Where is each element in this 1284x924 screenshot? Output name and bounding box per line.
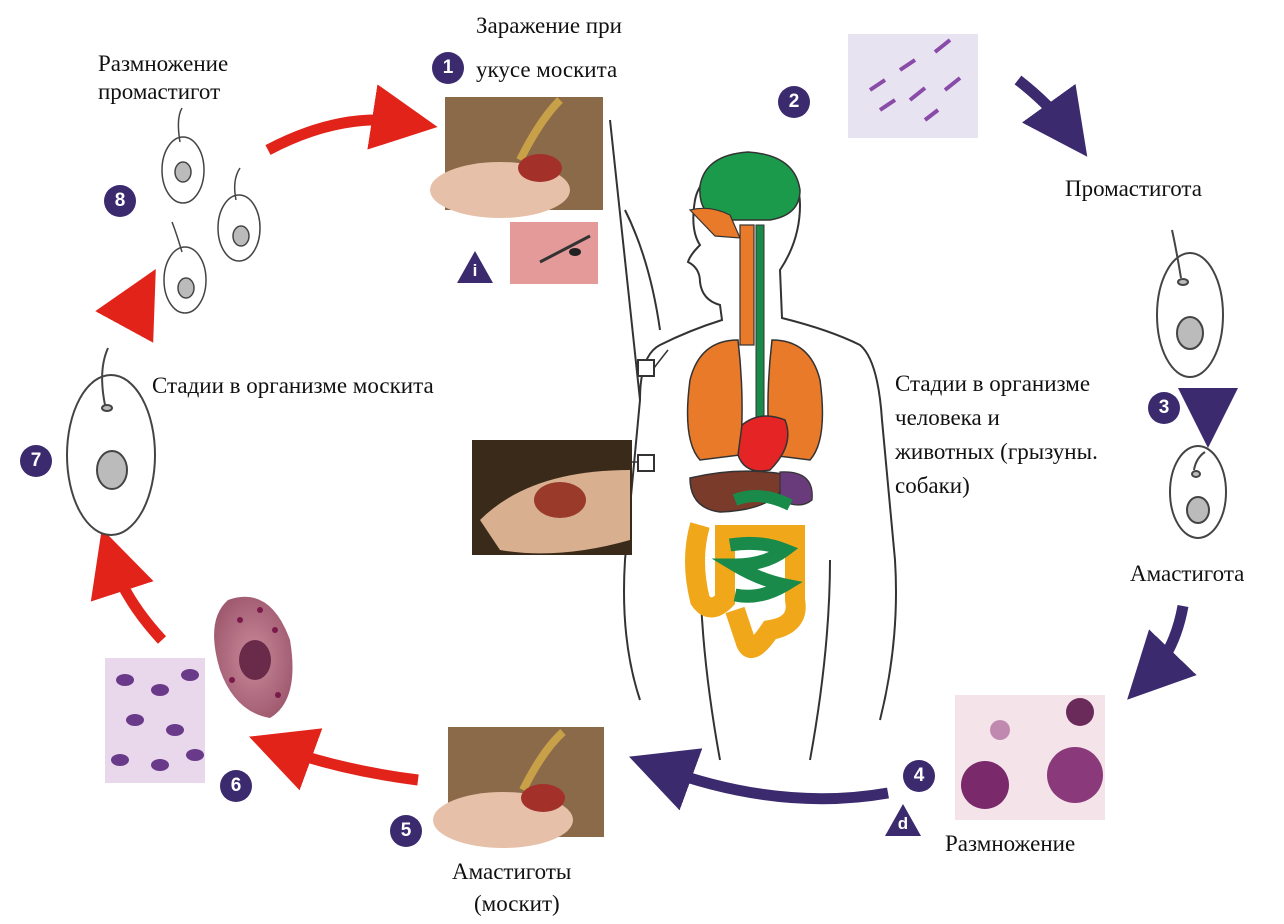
diagnostic-stage-marker: d bbox=[884, 803, 922, 837]
skin-site-marker-lower bbox=[638, 455, 654, 471]
trachea bbox=[740, 225, 754, 345]
promastigote-cell-7 bbox=[67, 348, 155, 535]
label-promastigote: Промастигота bbox=[1065, 175, 1202, 203]
step-badge-6: 6 bbox=[220, 770, 252, 802]
arrow-4-to-5 bbox=[660, 768, 888, 799]
arrow-5-to-6 bbox=[280, 748, 418, 780]
label-multiplication: Размножение bbox=[945, 830, 1075, 858]
amastigotes-tissue-image bbox=[105, 658, 205, 783]
label-amastigotes-sandfly-1: Амастиготы bbox=[452, 858, 571, 886]
label-stages-in-human-4: собаки) bbox=[895, 472, 970, 500]
skin-lesion-image bbox=[472, 440, 632, 555]
sandfly-image-top bbox=[430, 97, 603, 218]
step-badge-1: 1 bbox=[432, 52, 464, 84]
infective-stage-marker: i bbox=[456, 250, 494, 284]
promastigote-cluster bbox=[162, 108, 260, 313]
sandfly-image-bottom bbox=[433, 727, 604, 848]
macrophage-multiplication-image bbox=[955, 695, 1105, 820]
label-stages-in-human-3: животных (грызуны. bbox=[895, 438, 1098, 466]
step-badge-3: 3 bbox=[1148, 392, 1180, 424]
infective-stage-letter: i bbox=[456, 261, 494, 281]
step-badge-8: 8 bbox=[104, 185, 136, 217]
step-badge-4: 4 bbox=[903, 760, 935, 792]
label-amastigotes-sandfly-2: (москит) bbox=[474, 890, 560, 918]
arrow-6-to-7 bbox=[112, 560, 162, 640]
arrow-1-to-2 bbox=[1018, 80, 1068, 130]
arrow-8-to-1 bbox=[268, 120, 405, 150]
step-badge-7: 7 bbox=[20, 445, 52, 477]
label-stages-in-sandfly: Стадии в организме москита bbox=[152, 372, 434, 400]
label-stages-in-human-1: Стадии в организме bbox=[895, 370, 1090, 398]
diagnostic-stage-letter: d bbox=[884, 814, 922, 834]
label-promastigote-multiplication: Размножение промастигот bbox=[98, 50, 228, 106]
human-organs bbox=[688, 152, 823, 648]
skin-site-marker-upper bbox=[638, 360, 654, 376]
amastigote-cell bbox=[1170, 446, 1226, 538]
arrow-7-to-8 bbox=[128, 298, 140, 320]
infective-parasite-image bbox=[510, 222, 598, 284]
label-amastigote: Амастигота bbox=[1130, 560, 1244, 588]
infected-macrophage-image bbox=[214, 597, 292, 718]
step-badge-5: 5 bbox=[390, 815, 422, 847]
label-stages-in-human-2: человека и bbox=[895, 404, 1000, 432]
promastigote-cell-right bbox=[1157, 230, 1223, 377]
step-badge-2: 2 bbox=[778, 86, 810, 118]
left-lung bbox=[688, 340, 743, 460]
arrow-amastigote-to-4 bbox=[1150, 606, 1183, 676]
liver bbox=[690, 471, 790, 512]
promastigote-smear-image bbox=[848, 34, 978, 138]
small-intestine bbox=[730, 543, 785, 596]
label-infection-bite-line1: Заражение при bbox=[476, 12, 622, 40]
label-infection-bite-line2: укусе москита bbox=[476, 56, 617, 84]
heart bbox=[738, 416, 788, 471]
